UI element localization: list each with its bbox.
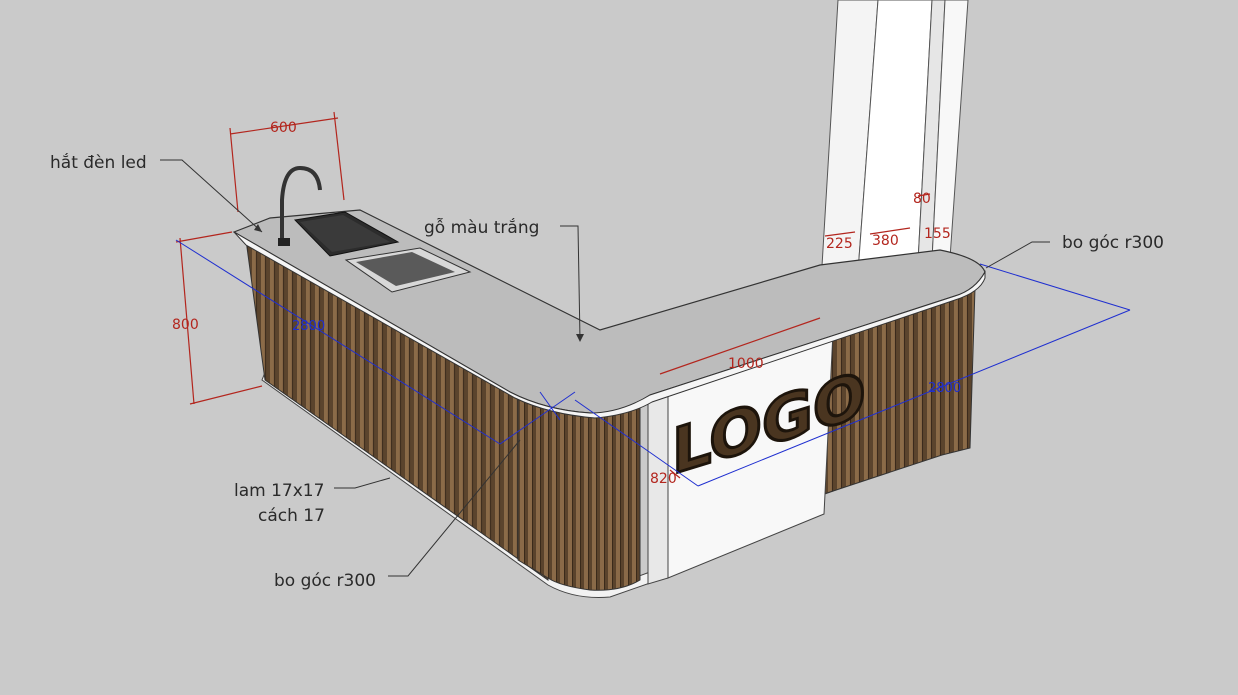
dim-logo-panel: 1000 <box>728 356 764 372</box>
dim-logo-height: 820 <box>650 471 677 487</box>
dim-sink-width: 600 <box>270 120 297 136</box>
dim-right-length: 2800 <box>928 381 961 396</box>
countertop-edge <box>233 231 986 419</box>
dim-height: 800 <box>172 317 199 333</box>
dim-col-b: 380 <box>872 233 899 249</box>
corner-slat-panel <box>517 395 641 591</box>
label-white-wood: gỗ màu trắng <box>424 217 539 238</box>
dim-col-a: 225 <box>826 236 853 252</box>
dim-col-d: 80 <box>913 191 931 207</box>
label-corner-right: bo góc r300 <box>1062 233 1164 253</box>
label-led: hắt đèn led <box>50 152 147 173</box>
label-lam-2: cách 17 <box>258 506 325 526</box>
dim-left-length: 2800 <box>292 319 325 334</box>
dim-col-c: 155 <box>924 226 951 242</box>
blue-dimensions <box>175 239 1131 487</box>
label-corner-bottom: bo góc r300 <box>274 571 376 591</box>
label-lam-1: lam 17x17 <box>234 481 324 501</box>
red-dimensions <box>175 111 931 479</box>
sink <box>278 165 472 293</box>
leader-lines <box>160 159 1050 577</box>
column <box>821 0 969 273</box>
